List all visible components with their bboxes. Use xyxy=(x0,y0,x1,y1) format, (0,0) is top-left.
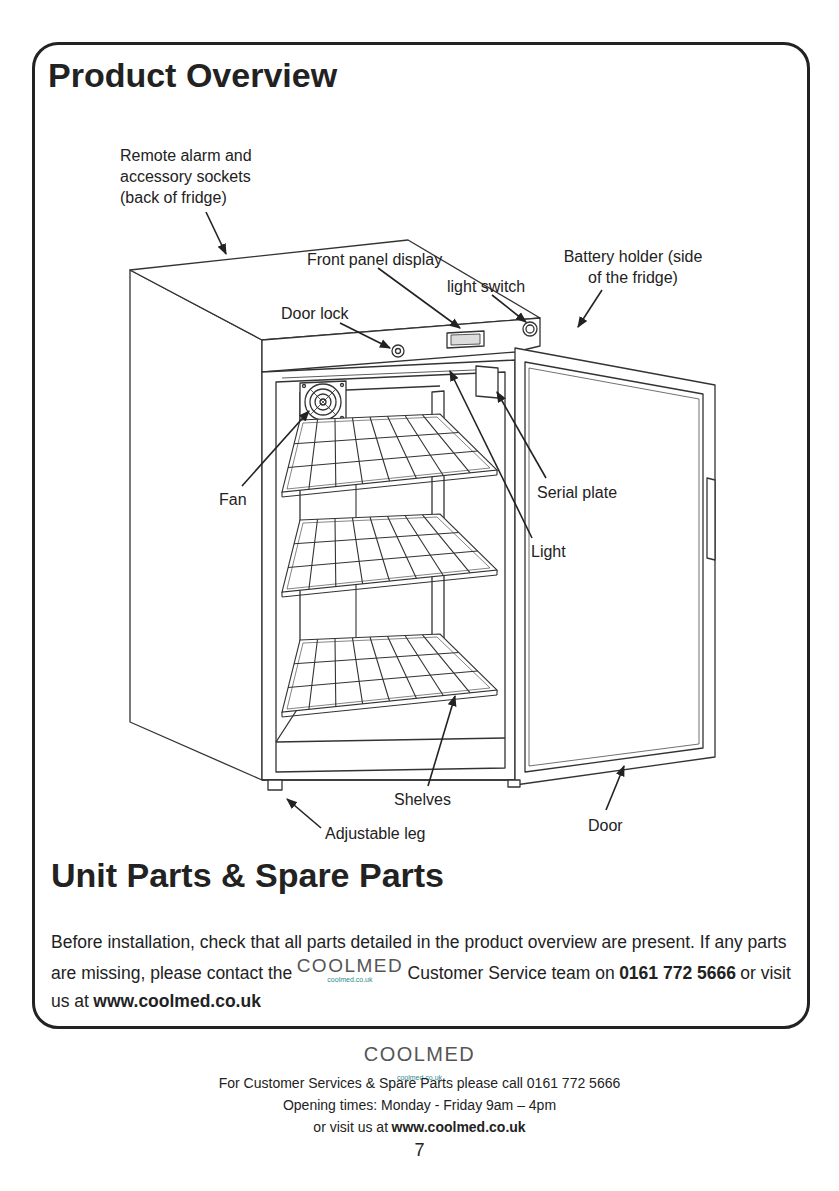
part-label: Front panel display xyxy=(307,249,442,270)
footer-line: COOLMED xyxy=(0,1043,839,1066)
page-title: Product Overview xyxy=(48,56,337,95)
part-label: Adjustable leg xyxy=(325,823,426,844)
part-label: Shelves xyxy=(394,789,451,810)
part-label: Door xyxy=(588,815,623,836)
part-label: Battery holder (side of the fridge) xyxy=(558,246,708,288)
body-text: Before installation, check that all part… xyxy=(51,928,796,1015)
footer-text: For Customer Services & Spare Parts plea… xyxy=(219,1075,621,1091)
footer-url: www.coolmed.co.uk xyxy=(392,1119,526,1135)
body-text: Customer Service team on xyxy=(408,963,615,983)
brand-logo: COOLMED xyxy=(364,1043,476,1065)
part-label: Serial plate xyxy=(537,482,617,503)
part-label: Remote alarm and accessory sockets (back… xyxy=(120,145,290,208)
part-label: Light xyxy=(531,541,566,562)
logo-url: coolmed.co.uk xyxy=(297,976,404,983)
logo-wordmark: COOLMED xyxy=(297,956,404,975)
contact-detail: 0161 772 5666 xyxy=(619,963,736,983)
footer-line: For Customer Services & Spare Parts plea… xyxy=(0,1074,839,1092)
contact-detail: www.coolmed.co.uk xyxy=(93,991,261,1011)
footer-text: Opening times: Monday - Friday 9am – 4pm xyxy=(283,1097,556,1113)
brand-logo: COOLMEDcoolmed.co.uk xyxy=(297,956,404,983)
part-label: Fan xyxy=(219,489,247,510)
leader-lines xyxy=(206,212,624,828)
part-label: light switch xyxy=(447,276,525,297)
footer-text: or visit us at xyxy=(313,1119,388,1135)
section-heading: Unit Parts & Spare Parts xyxy=(51,856,444,895)
footer-line: Opening times: Monday - Friday 9am – 4pm xyxy=(0,1096,839,1114)
footer-line: 7 xyxy=(0,1140,839,1161)
page-number: 7 xyxy=(414,1140,424,1160)
part-label: Door lock xyxy=(281,303,349,324)
footer-line: or visit us atwww.coolmed.co.uk xyxy=(0,1118,839,1136)
